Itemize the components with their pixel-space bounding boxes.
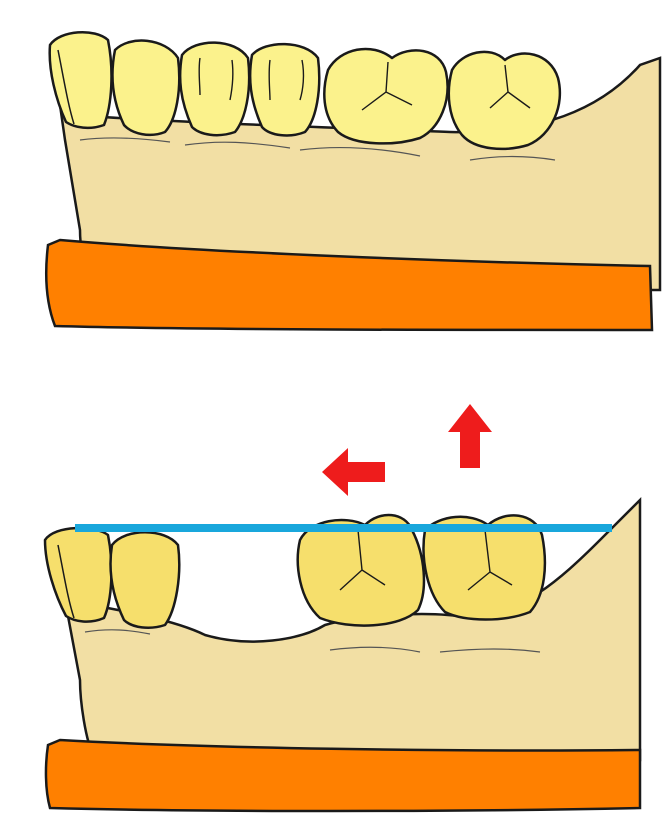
tooth-canine (112, 41, 179, 135)
tooth-molar (449, 52, 560, 149)
tooth-premolar (250, 44, 319, 135)
tooth-molar (324, 49, 447, 143)
tooth-premolar (180, 43, 249, 136)
base-bottom (46, 740, 640, 811)
tooth-premolar (111, 532, 180, 627)
